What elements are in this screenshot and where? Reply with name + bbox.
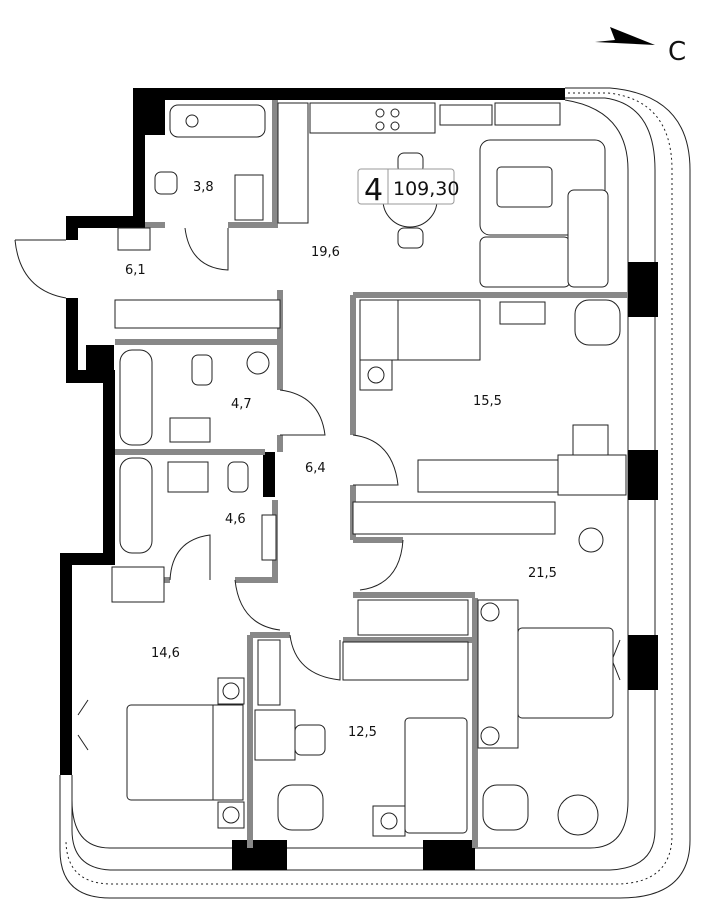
bed-3	[404, 717, 468, 834]
sink-3	[167, 461, 209, 493]
room-area-bedroom-3: 12,5	[348, 725, 377, 740]
kitchen-counter	[277, 102, 309, 224]
sofa	[479, 236, 571, 288]
room-area-bedroom-master: 21,5	[528, 566, 557, 581]
balcony	[59, 87, 691, 899]
room-area-bathroom-2: 4,7	[231, 397, 252, 412]
armchair	[574, 299, 621, 346]
room-area-kitchen-living: 19,6	[311, 245, 340, 260]
exterior-walls	[60, 88, 658, 870]
room-count: 4	[364, 173, 383, 208]
tv-stand	[494, 102, 561, 126]
toilet	[154, 171, 178, 195]
room-area-bedroom-1: 15,5	[473, 394, 502, 409]
kitchen-counter-top	[309, 102, 436, 134]
partitions	[115, 100, 628, 848]
total-area: 109,30	[393, 178, 459, 200]
radiator	[439, 104, 493, 126]
room-area-bathroom-1: 3,8	[193, 180, 214, 195]
bed-master	[517, 627, 614, 719]
desk-1	[557, 454, 627, 496]
bathtub-2	[119, 349, 153, 446]
bathtub-3	[119, 457, 153, 554]
sink-2	[169, 417, 211, 443]
sink	[234, 174, 264, 221]
wardrobe-4	[357, 599, 469, 636]
wardrobe-1	[417, 459, 559, 493]
compass-label: С	[668, 37, 686, 67]
bathtub	[169, 104, 266, 138]
room-area-bathroom-3: 4,6	[225, 512, 246, 527]
furniture	[111, 102, 627, 837]
north-arrow-icon	[595, 27, 655, 45]
apartment-summary: 4 109,30	[357, 168, 459, 208]
desk-2	[254, 709, 296, 761]
room-area-bedroom-2: 14,6	[151, 646, 180, 661]
wardrobe-3	[111, 566, 165, 603]
wardrobe-2	[352, 501, 556, 535]
wardrobe-5	[342, 641, 469, 681]
wardrobe-hall	[114, 299, 281, 329]
room-area-hall: 6,1	[125, 263, 146, 278]
room-area-corridor: 6,4	[305, 461, 326, 476]
shoe-rack	[117, 227, 151, 251]
